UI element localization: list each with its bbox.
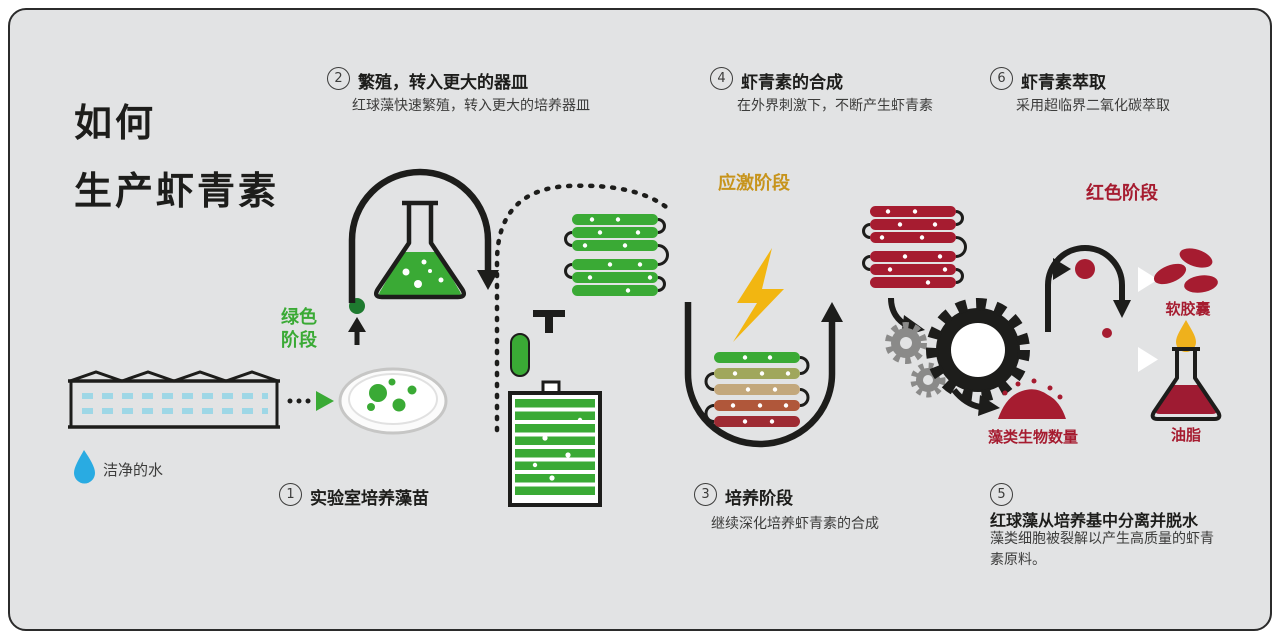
red-cell-icon <box>1075 259 1095 279</box>
photobioreactor-green-icon <box>564 214 669 296</box>
step-4-title: 虾青素的合成 <box>741 73 843 93</box>
step-2-number: 2 <box>327 67 350 90</box>
stage-label-green: 绿色 阶段 <box>281 306 317 352</box>
greenhouse-building-icon <box>68 370 280 429</box>
oil-label: 油脂 <box>1170 426 1201 444</box>
petri-dish-icon <box>338 367 448 435</box>
step-3-title: 培养阶段 <box>725 489 793 509</box>
page-title-line2: 生产虾青素 <box>74 169 280 213</box>
inlet-funnel-icon <box>533 310 565 333</box>
page-title-line1: 如何 <box>74 101 157 145</box>
photobioreactor-red-icon <box>862 206 967 288</box>
biomass-label: 藻类生物数量 <box>987 428 1078 446</box>
step-4-desc: 在外界刺激下，不断产生虾青素 <box>737 98 933 114</box>
softgel-label: 软胶囊 <box>1165 300 1211 318</box>
erlenmeyer-flask-icon <box>373 200 467 300</box>
output-arrow-softgel-icon <box>1138 267 1158 292</box>
stage-label-red: 红色阶段 <box>1086 183 1158 204</box>
lightning-bolt-icon <box>733 248 784 342</box>
step-2-desc: 红球藻快速繁殖，转入更大的培养器皿 <box>352 98 590 114</box>
extraction-arc <box>1045 245 1131 338</box>
sample-vial-icon <box>510 333 530 377</box>
biomass-pile-icon <box>998 378 1066 419</box>
culture-tank-icon <box>508 380 602 507</box>
stress-reactor-icon <box>704 352 810 427</box>
step-3-number: 3 <box>694 483 717 506</box>
cell-direction-triangle-icon <box>1053 258 1071 280</box>
clean-water-label: 洁净的水 <box>103 461 164 479</box>
step-4-number: 4 <box>710 67 733 90</box>
flow-arc-1 <box>348 168 499 303</box>
red-droplet-icon <box>1102 328 1112 338</box>
stage-green-line2: 阶段 <box>281 330 317 351</box>
water-drop-icon <box>74 450 95 484</box>
step-6-title: 虾青素萃取 <box>1021 73 1106 93</box>
dotted-arrow-icon <box>287 391 334 411</box>
arrow-to-biomass-icon <box>951 388 1000 416</box>
separator-gears-icon <box>885 298 1030 402</box>
step-5-number: 5 <box>990 483 1013 506</box>
step-2-title: 繁殖，转入更大的器皿 <box>358 73 528 93</box>
step-6-number: 6 <box>990 67 1013 90</box>
oil-drop-icon <box>1176 320 1196 352</box>
step-5-desc: 藻类细胞被裂解以产生高质量的虾青素原料。 <box>990 531 1214 568</box>
large-gear-icon <box>926 298 1030 402</box>
stage-label-stress: 应激阶段 <box>718 173 790 194</box>
oil-flask-icon <box>1150 347 1222 421</box>
step-6-desc: 采用超临界二氧化碳萃取 <box>1016 98 1170 114</box>
stage-green-line1: 绿色 <box>281 307 317 328</box>
output-arrow-oil-icon <box>1138 347 1158 372</box>
infographic-board <box>8 8 1272 631</box>
step-3-desc: 继续深化培养虾青素的合成 <box>711 516 879 532</box>
seed-transfer-arrow-icon <box>348 298 366 345</box>
dashed-flow-pipe <box>494 183 673 433</box>
softgel-capsules-icon <box>1153 248 1218 293</box>
step-1-title: 实验室培养藻苗 <box>310 489 429 509</box>
step-5-title: 红球藻从培养基中分离并脱水 <box>990 511 1199 530</box>
step-1-number: 1 <box>279 483 302 506</box>
flow-arc-2 <box>684 302 843 448</box>
small-gear-icon <box>885 322 927 364</box>
